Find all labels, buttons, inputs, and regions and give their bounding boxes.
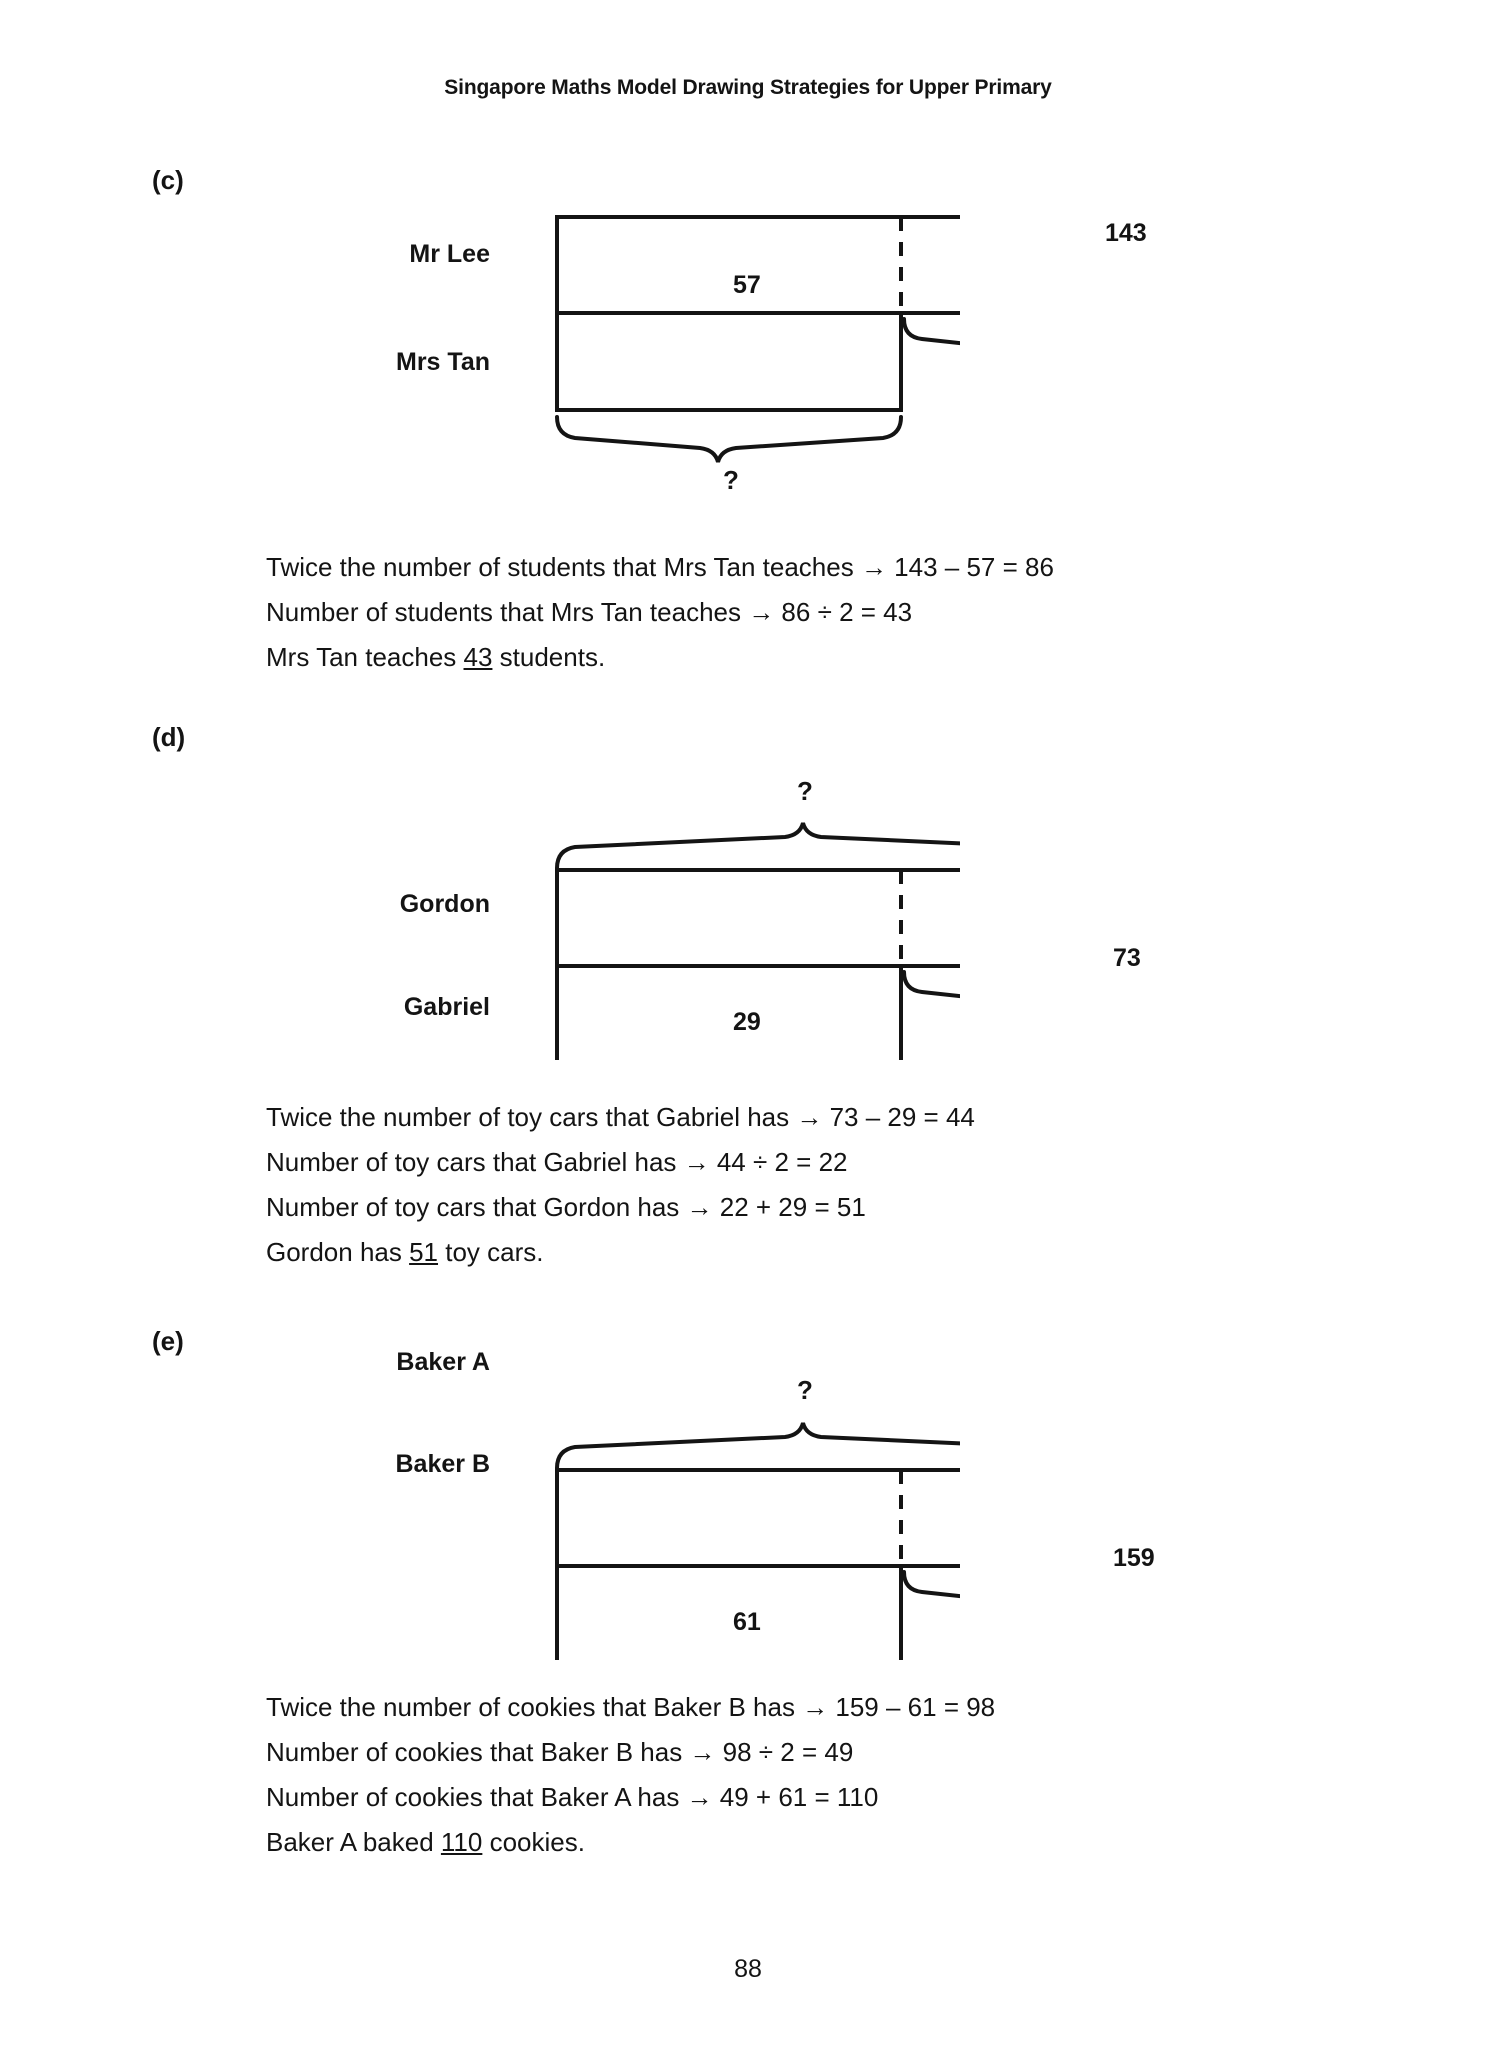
model-diagram-d	[540, 810, 960, 1060]
answer-value-d: 51	[409, 1237, 439, 1267]
solution-line: Number of toy cars that Gordon has → 22 …	[266, 1192, 866, 1222]
bar-label-top-d: Gordon	[399, 890, 490, 918]
solution-line: Twice the number of students that Mrs Ta…	[266, 552, 1054, 582]
solution-answer-line: Baker A baked 110 cookies.	[266, 1827, 585, 1857]
solution-line: Number of students that Mrs Tan teaches …	[266, 597, 913, 627]
unknown-value-c: ?	[723, 465, 739, 495]
solution-line: Number of toy cars that Gabriel has → 44…	[266, 1147, 848, 1177]
model-svg-c	[555, 215, 960, 463]
difference-value-d: 29	[733, 1008, 761, 1036]
brace-difference-c	[902, 317, 960, 346]
answer-value-c: 43	[463, 642, 493, 672]
bar-bottom-e	[555, 1564, 903, 1660]
bar-label-top-e: Baker A	[396, 1348, 490, 1376]
solution-answer-line: Gordon has 51 toy cars.	[266, 1237, 544, 1267]
solution-text-e: Twice the number of cookies that Baker B…	[266, 1685, 995, 1865]
bar-label-bottom-e: Baker B	[395, 1450, 491, 1478]
solution-line: Number of cookies that Baker A has → 49 …	[266, 1782, 879, 1812]
solution-line: Twice the number of cookies that Baker B…	[266, 1692, 996, 1722]
answer-value-e: 110	[440, 1827, 483, 1857]
part-letter-e: (e)	[152, 1326, 184, 1356]
bar-top-d	[555, 868, 960, 968]
solution-line: Twice the number of toy cars that Gabrie…	[266, 1102, 975, 1132]
unknown-value-e: ?	[797, 1375, 813, 1405]
bar-bottom-c	[555, 311, 903, 412]
bar-top-c	[555, 215, 960, 315]
bar-label-top-c: Mr Lee	[409, 240, 490, 268]
part-letter-c: (c)	[152, 165, 184, 195]
model-svg-e	[555, 1422, 960, 1660]
total-value-c: 143	[1105, 219, 1147, 247]
total-value-d: 73	[1113, 944, 1141, 972]
model-diagram-e	[540, 1410, 960, 1660]
brace-difference-d	[902, 970, 960, 999]
brace-unknown-c	[555, 415, 903, 463]
running-head: Singapore Maths Model Drawing Strategies…	[444, 76, 1052, 99]
solution-answer-line: Mrs Tan teaches 43 students.	[266, 642, 606, 672]
brace-unknown-d	[555, 822, 960, 870]
solution-line: Number of cookies that Baker B has → 98 …	[266, 1737, 854, 1767]
difference-value-e: 61	[733, 1608, 761, 1636]
part-letter-d: (d)	[152, 722, 186, 752]
unknown-value-d: ?	[797, 776, 813, 806]
bar-bottom-d	[555, 964, 903, 1060]
solution-text-d: Twice the number of toy cars that Gabrie…	[266, 1095, 975, 1275]
solution-text-c: Twice the number of students that Mrs Ta…	[266, 545, 1054, 680]
total-value-e: 159	[1113, 1544, 1155, 1572]
bar-label-bottom-c: Mrs Tan	[396, 348, 490, 376]
brace-unknown-e	[555, 1422, 960, 1470]
page-number: 88	[734, 1955, 762, 1983]
model-diagram-c	[540, 195, 960, 485]
model-svg-d	[555, 822, 960, 1060]
brace-difference-e	[902, 1570, 960, 1599]
bar-label-bottom-d: Gabriel	[403, 993, 490, 1021]
difference-value-c: 57	[733, 271, 761, 299]
